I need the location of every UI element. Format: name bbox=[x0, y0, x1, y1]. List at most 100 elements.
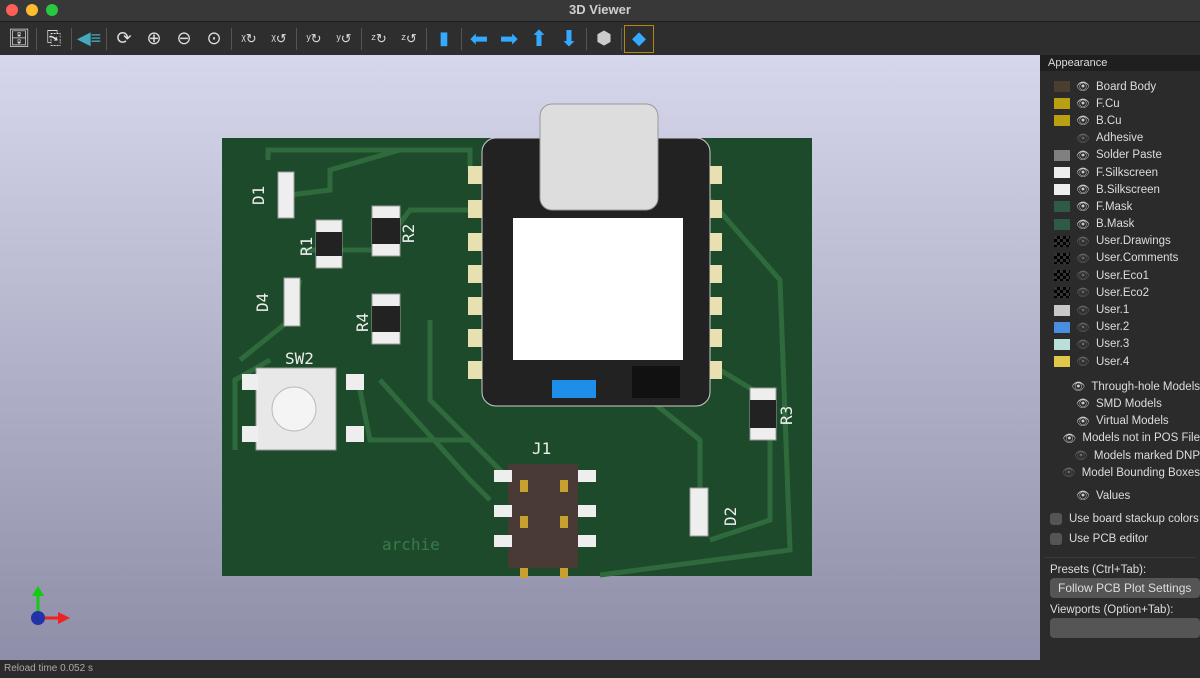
color-swatch[interactable] bbox=[1054, 450, 1068, 461]
values-toggle[interactable]: 👁Values bbox=[1040, 487, 1200, 504]
eye-hidden-icon[interactable]: 👁 bbox=[1076, 321, 1090, 334]
use-stackup-checkbox[interactable]: Use board stackup colors bbox=[1040, 509, 1200, 529]
layer-row[interactable]: 👁F.Silkscreen bbox=[1040, 164, 1200, 181]
layer-row[interactable]: 👁User.Comments bbox=[1040, 250, 1200, 267]
flip-board-icon[interactable]: ▮ bbox=[439, 28, 449, 48]
layer-row[interactable]: 👁User.4 bbox=[1040, 353, 1200, 370]
layer-row[interactable]: 👁B.Cu bbox=[1040, 112, 1200, 129]
eye-icon[interactable]: 👁 bbox=[1076, 201, 1090, 214]
layer-row[interactable]: 👁Models marked DNP bbox=[1040, 447, 1200, 464]
eye-hidden-icon[interactable]: 👁 bbox=[1076, 252, 1090, 265]
eye-hidden-icon[interactable]: 👁 bbox=[1076, 287, 1090, 300]
eye-hidden-icon[interactable]: 👁 bbox=[1076, 356, 1090, 369]
color-swatch[interactable] bbox=[1054, 115, 1070, 127]
color-swatch[interactable] bbox=[1054, 184, 1070, 196]
close-button[interactable] bbox=[6, 4, 18, 16]
layer-row[interactable]: 👁Virtual Models bbox=[1040, 413, 1200, 430]
color-swatch[interactable] bbox=[1054, 433, 1056, 444]
layer-row[interactable]: 👁User.Eco2 bbox=[1040, 284, 1200, 301]
rotate-y-ccw-icon[interactable]: ʸ↺ bbox=[336, 30, 352, 46]
color-swatch[interactable] bbox=[1054, 356, 1070, 368]
eye-icon[interactable]: 👁 bbox=[1076, 415, 1090, 428]
color-swatch[interactable] bbox=[1054, 398, 1070, 409]
eye-icon[interactable]: 👁 bbox=[1076, 167, 1090, 180]
copy-icon[interactable]: ⎘ bbox=[46, 28, 62, 48]
eye-icon[interactable]: 👁 bbox=[1076, 398, 1090, 411]
layer-row[interactable]: 👁User.3 bbox=[1040, 336, 1200, 353]
color-swatch[interactable] bbox=[1054, 133, 1070, 144]
layer-row[interactable]: 👁Model Bounding Boxes bbox=[1040, 464, 1200, 481]
rotate-z-ccw-icon[interactable]: ᶻ↺ bbox=[401, 30, 417, 46]
color-swatch[interactable] bbox=[1054, 252, 1070, 264]
layer-row[interactable]: 👁B.Mask bbox=[1040, 216, 1200, 233]
eye-hidden-icon[interactable]: 👁 bbox=[1076, 338, 1090, 351]
layer-row[interactable]: 👁User.Eco1 bbox=[1040, 267, 1200, 284]
color-swatch[interactable] bbox=[1054, 321, 1070, 333]
eye-icon[interactable]: 👁 bbox=[1076, 490, 1090, 503]
eye-hidden-icon[interactable]: 👁 bbox=[1076, 235, 1090, 248]
3d-viewport[interactable]: D1 R1 R2 D4 R4 SW2 J1 R3 D2 archie bbox=[0, 55, 1040, 660]
layer-row[interactable]: 👁B.Silkscreen bbox=[1040, 181, 1200, 198]
layer-row[interactable]: 👁 Board Body bbox=[1040, 78, 1200, 95]
eye-icon[interactable]: 👁 bbox=[1076, 218, 1090, 231]
refresh-icon[interactable]: ⟳ bbox=[116, 28, 132, 48]
rotate-x-cw-icon[interactable]: ᵡ↻ bbox=[241, 30, 257, 46]
viewports-dropdown[interactable] bbox=[1050, 617, 1200, 638]
zoom-out-icon[interactable]: ⊖ bbox=[176, 28, 192, 48]
move-right-icon[interactable]: ➡ bbox=[499, 25, 519, 51]
rotate-z-cw-icon[interactable]: ᶻ↻ bbox=[371, 30, 387, 46]
color-swatch[interactable] bbox=[1054, 416, 1070, 427]
use-pcb-editor-checkbox[interactable]: Use PCB editor bbox=[1040, 529, 1200, 549]
layer-row[interactable]: 👁Through-hole Models bbox=[1040, 378, 1200, 395]
layer-row[interactable]: 👁Solder Paste bbox=[1040, 147, 1200, 164]
layers-icon[interactable]: ◆ bbox=[624, 24, 654, 53]
eye-hidden-icon[interactable]: 👁 bbox=[1076, 132, 1090, 145]
eye-icon[interactable]: 👁 bbox=[1062, 432, 1077, 445]
layer-name: Board Body bbox=[1096, 80, 1157, 93]
color-swatch[interactable] bbox=[1054, 201, 1070, 213]
color-swatch[interactable] bbox=[1054, 381, 1065, 392]
eye-icon[interactable]: 👁 bbox=[1076, 184, 1090, 197]
zoom-fit-icon[interactable]: ⊙ bbox=[206, 28, 222, 48]
move-up-icon[interactable]: ⬆ bbox=[529, 25, 549, 51]
color-swatch[interactable] bbox=[1054, 467, 1056, 478]
color-swatch[interactable] bbox=[1054, 235, 1070, 247]
color-swatch[interactable] bbox=[1054, 149, 1070, 161]
eye-hidden-icon[interactable]: 👁 bbox=[1061, 467, 1076, 480]
color-swatch[interactable] bbox=[1054, 338, 1070, 350]
layer-row[interactable]: 👁SMD Models bbox=[1040, 395, 1200, 412]
eye-icon[interactable]: 👁 bbox=[1076, 115, 1090, 128]
layer-row[interactable]: 👁User.2 bbox=[1040, 319, 1200, 336]
presets-dropdown[interactable]: Follow PCB Plot Settings bbox=[1050, 577, 1200, 598]
ortho-icon[interactable]: ⬢ bbox=[596, 28, 612, 48]
color-swatch[interactable] bbox=[1054, 167, 1070, 179]
color-swatch[interactable] bbox=[1054, 304, 1070, 316]
layer-row[interactable]: 👁User.1 bbox=[1040, 301, 1200, 318]
eye-icon[interactable]: 👁 bbox=[1076, 98, 1090, 111]
color-swatch[interactable] bbox=[1054, 98, 1070, 110]
move-down-icon[interactable]: ⬇ bbox=[559, 25, 579, 51]
zoom-in-icon[interactable]: ⊕ bbox=[146, 28, 162, 48]
reload-export-icon[interactable]: 🗄 bbox=[7, 28, 31, 48]
eye-hidden-icon[interactable]: 👁 bbox=[1076, 270, 1090, 283]
layer-row[interactable]: 👁User.Drawings bbox=[1040, 233, 1200, 250]
eye-icon[interactable]: 👁 bbox=[1076, 81, 1090, 94]
rotate-x-ccw-icon[interactable]: ᵡ↺ bbox=[271, 30, 287, 46]
layer-row[interactable]: 👁F.Mask bbox=[1040, 198, 1200, 215]
zoom-button[interactable] bbox=[46, 4, 58, 16]
eye-hidden-icon[interactable]: 👁 bbox=[1073, 450, 1088, 463]
move-left-icon[interactable]: ⬅ bbox=[469, 25, 489, 51]
color-swatch[interactable] bbox=[1054, 218, 1070, 230]
rotate-y-cw-icon[interactable]: ʸ↻ bbox=[306, 30, 322, 46]
layer-row[interactable]: 👁F.Cu bbox=[1040, 95, 1200, 112]
layer-row[interactable]: 👁Models not in POS File bbox=[1040, 430, 1200, 447]
eye-hidden-icon[interactable]: 👁 bbox=[1076, 304, 1090, 317]
raytrace-icon[interactable]: ◀≡ bbox=[76, 28, 102, 48]
color-swatch[interactable] bbox=[1054, 270, 1070, 282]
eye-icon[interactable]: 👁 bbox=[1076, 149, 1090, 162]
color-swatch[interactable] bbox=[1054, 81, 1070, 93]
color-swatch[interactable] bbox=[1054, 287, 1070, 299]
minimize-button[interactable] bbox=[26, 4, 38, 16]
layer-row[interactable]: 👁Adhesive bbox=[1040, 130, 1200, 147]
eye-icon[interactable]: 👁 bbox=[1071, 381, 1086, 394]
